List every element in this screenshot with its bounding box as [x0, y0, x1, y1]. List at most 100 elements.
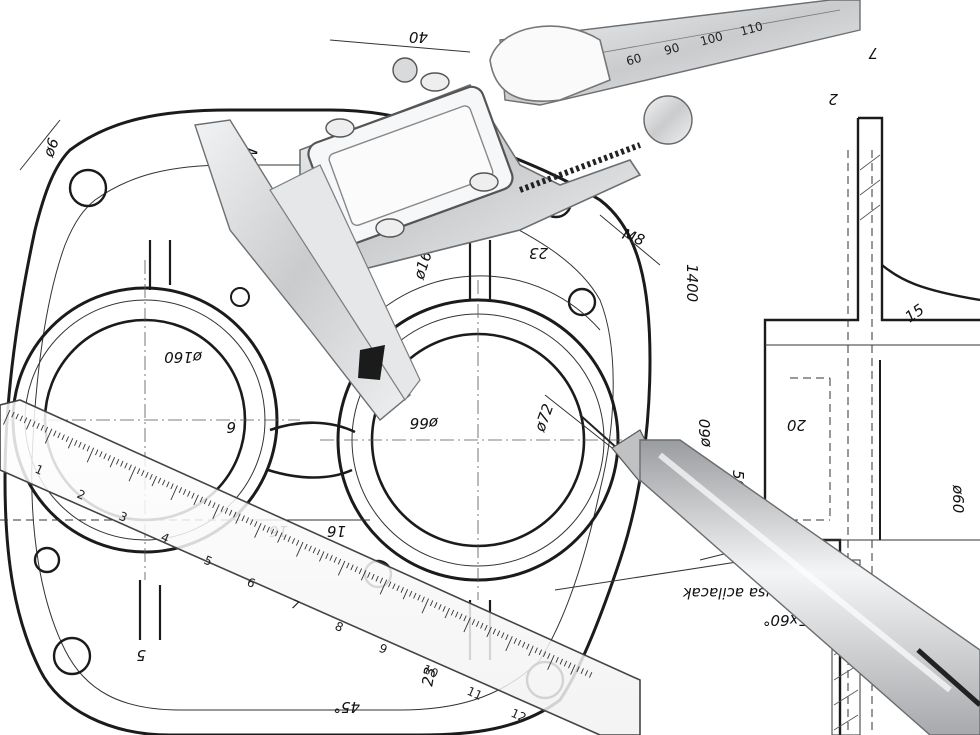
- ruler-tick: [74, 439, 78, 446]
- ruler-tick: [417, 594, 421, 601]
- ruler-tick: [528, 645, 534, 656]
- ruler-tick: [375, 575, 379, 582]
- ruler-tick: [233, 511, 237, 518]
- transparent-ruler: 1 2 3 4 5 6 7 8 9 10 11 12: [0, 399, 641, 735]
- ruler-tick: [333, 556, 337, 563]
- ruler-tick: [568, 662, 572, 669]
- technical-pen: [579, 414, 980, 735]
- ruler-tick: [166, 481, 170, 488]
- ruler-tick: [95, 449, 99, 456]
- ruler-tick: [170, 483, 174, 490]
- ruler-tick: [555, 656, 559, 663]
- right-bore: [320, 275, 640, 600]
- ruler-tick: [505, 636, 513, 652]
- dim-d23-top: 23: [529, 244, 548, 262]
- ruler-tick: [103, 453, 107, 460]
- ruler-tick: [128, 464, 132, 471]
- ruler-tick: [584, 670, 589, 676]
- ruler-tick: [109, 456, 116, 468]
- ruler-tick: [559, 658, 563, 665]
- ruler-tick: [3, 409, 11, 425]
- ruler-tick: [358, 568, 363, 575]
- ruler-tick: [576, 666, 580, 673]
- ruler-tick: [471, 619, 476, 625]
- ruler-num-11: 11: [465, 684, 485, 703]
- dim-bore-left: ø160: [164, 348, 203, 366]
- ruler-tick: [36, 423, 40, 429]
- dim-d60-block: ø60: [949, 484, 967, 513]
- ruler-tick: [275, 530, 279, 537]
- ruler-tick: [245, 517, 250, 524]
- ruler-tick: [254, 521, 258, 527]
- ruler-tick: [86, 447, 95, 463]
- ruler-tick: [141, 470, 145, 476]
- ruler-tick: [588, 671, 593, 678]
- ruler-tick: [262, 524, 266, 531]
- ruler-tick: [67, 438, 74, 449]
- ruler-tick: [270, 528, 275, 535]
- ruler-tick: [78, 441, 82, 448]
- ruler-tick: [149, 473, 153, 480]
- ruler-tick: [120, 460, 124, 467]
- ruler-tick: [517, 639, 522, 646]
- caliper-num-110: 110: [739, 19, 765, 38]
- ruler-tick: [151, 475, 157, 487]
- ruler-tick: [235, 513, 241, 524]
- ruler-tick: [193, 494, 199, 506]
- ruler-tick: [367, 572, 371, 578]
- vernier-caliper: 60 90 100 110: [194, 0, 861, 422]
- ruler-tick: [542, 651, 547, 658]
- ruler-tick: [254, 522, 262, 538]
- ruler-tick: [44, 428, 53, 444]
- ruler-tick: [360, 570, 367, 581]
- ruler-tick: [442, 605, 446, 612]
- ruler-tick: [107, 455, 111, 461]
- ruler-tick: [136, 468, 141, 475]
- caliper-scale-numbers: 60 90 100 110: [625, 19, 765, 68]
- ruler-tick: [505, 634, 509, 641]
- ruler-numbers: 1 2 3 4 5 6 7 8 9 10 11 12: [33, 462, 529, 725]
- ruler-tick: [26, 419, 32, 430]
- pen-barrel: [639, 439, 980, 735]
- ruler-tick: [99, 451, 103, 458]
- ruler-tick: [371, 573, 375, 580]
- ruler-tick: [354, 566, 358, 573]
- ruler-tick: [277, 532, 283, 543]
- ruler-tick: [325, 553, 329, 559]
- dim-d16-b: 16: [327, 522, 346, 540]
- ruler-tick: [526, 643, 530, 650]
- caliper-num-90: 90: [663, 40, 681, 57]
- ruler-tick: [396, 585, 400, 592]
- ruler-tick: [53, 430, 57, 437]
- caliper-jaw-long: [194, 119, 411, 422]
- dim-d45: 45°: [333, 698, 360, 716]
- ruler-tick: [455, 611, 459, 618]
- ruler-tick: [350, 564, 354, 571]
- dim-d66: ø66: [410, 414, 439, 432]
- ruler-tick: [11, 411, 15, 418]
- caliper-thumb-wheel: [643, 95, 693, 145]
- ruler-tick: [316, 549, 321, 556]
- ruler-tick: [438, 604, 442, 610]
- ruler-tick: [459, 613, 463, 620]
- ruler-tick: [346, 562, 350, 569]
- ruler-tick: [434, 602, 438, 609]
- ruler-tick: [145, 472, 149, 478]
- ruler-tick: [182, 489, 187, 495]
- caliper-num-100: 100: [699, 29, 725, 48]
- ruler-tick: [203, 498, 208, 505]
- dim-d6-left: 6: [226, 418, 236, 436]
- ruler-tick: [534, 647, 538, 654]
- ruler-tick: [492, 628, 496, 635]
- ruler-tick: [379, 577, 383, 584]
- ruler-tick: [65, 436, 70, 443]
- ruler-tick: [157, 477, 162, 484]
- ruler-tick: [308, 545, 312, 552]
- ruler-tick: [484, 624, 488, 631]
- ruler-tick: [475, 621, 480, 627]
- ruler-tick: [450, 609, 455, 616]
- ruler-tick: [486, 626, 492, 638]
- ruler-tick: [128, 466, 136, 482]
- ruler-tick: [547, 653, 551, 659]
